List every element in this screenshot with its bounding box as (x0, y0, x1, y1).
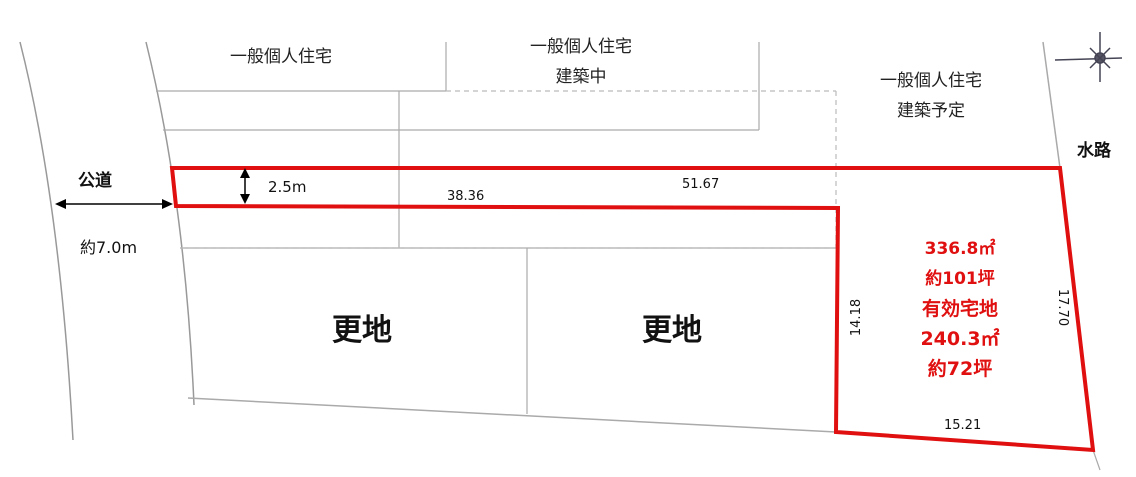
subject-area-summary: 336.8㎡ 約101坪 有効宅地 240.3㎡ 約72坪 (890, 234, 1030, 384)
subject-plot-outline (169, 166, 1096, 453)
compass-rose-icon (1054, 32, 1123, 82)
neighbor-label-right: 一般個人住宅 建築予定 (880, 66, 982, 126)
neighbor-middle-line2: 建築中 (555, 67, 607, 87)
road-width: 約7.0m (80, 238, 138, 257)
neighbor-label-middle: 一般個人住宅 建築中 (530, 32, 632, 92)
total-tsubo: 約101坪 (925, 269, 995, 289)
effective-label: 有効宅地 (921, 298, 998, 320)
road-label: 公道 (78, 171, 112, 191)
side-bottom-dim: 15.21 (944, 418, 982, 433)
effective-tsubo: 約72坪 (927, 358, 993, 380)
lot-middle-label: 更地 (642, 313, 702, 348)
neighbor-label-left: 一般個人住宅 (230, 47, 332, 67)
neighbor-right-line2: 建築予定 (897, 101, 965, 121)
side-left-dim: 14.18 (849, 298, 865, 337)
lot-left-label: 更地 (332, 313, 392, 348)
road-edge-left (19, 41, 74, 441)
road-edge-right (145, 41, 195, 406)
access-width-label: 2.5m (268, 178, 307, 196)
neighbor-right-line1: 一般個人住宅 (880, 71, 982, 91)
access-length-2: 51.67 (682, 177, 720, 192)
access-length-1: 38.36 (447, 189, 485, 204)
total-area: 336.8㎡ (924, 239, 996, 259)
effective-area: 240.3㎡ (920, 328, 1000, 350)
side-right-dim: 17.70 (1055, 288, 1071, 327)
waterway-label: 水路 (1077, 141, 1111, 161)
neighbor-middle-line1: 一般個人住宅 (530, 37, 632, 57)
